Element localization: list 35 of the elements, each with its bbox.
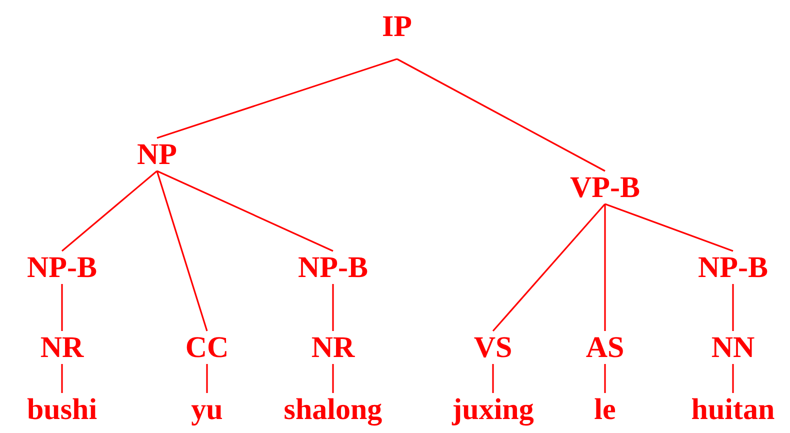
category-label: VP-B <box>570 172 640 204</box>
tree-branch <box>61 284 63 331</box>
tree-branch <box>61 364 63 393</box>
category-label: NP-B <box>698 252 768 284</box>
tree-branch <box>61 170 158 252</box>
category-label: CC <box>185 332 229 364</box>
word-label: juxing <box>452 394 534 426</box>
word-label: shalong <box>284 394 382 426</box>
category-label: NP-B <box>27 252 97 284</box>
tree-branch <box>604 364 606 393</box>
tree-branch <box>492 203 606 332</box>
word-label: bushi <box>26 394 98 426</box>
tree-branch <box>156 58 398 139</box>
category-label: NP-B <box>298 252 368 284</box>
tree-branch <box>156 170 208 332</box>
tree-branch <box>332 284 334 331</box>
category-label: VS <box>474 332 512 364</box>
word-label: huitan <box>691 394 775 426</box>
word-label: yu <box>191 394 223 426</box>
category-label: AS <box>586 332 624 364</box>
category-label: NR <box>311 332 355 364</box>
tree-branch <box>604 203 734 252</box>
tree-branch <box>732 364 734 393</box>
category-label: NR <box>40 332 84 364</box>
category-label: IP <box>382 11 412 43</box>
tree-branch <box>396 58 606 172</box>
word-label: le <box>594 394 616 426</box>
tree-branch <box>206 364 208 393</box>
tree-branch <box>604 204 606 331</box>
category-label: NN <box>711 332 755 364</box>
tree-branch <box>156 170 334 252</box>
tree-branch <box>332 364 334 393</box>
tree-branch <box>492 364 494 393</box>
category-label: NP <box>137 139 177 171</box>
tree-branch <box>732 284 734 331</box>
